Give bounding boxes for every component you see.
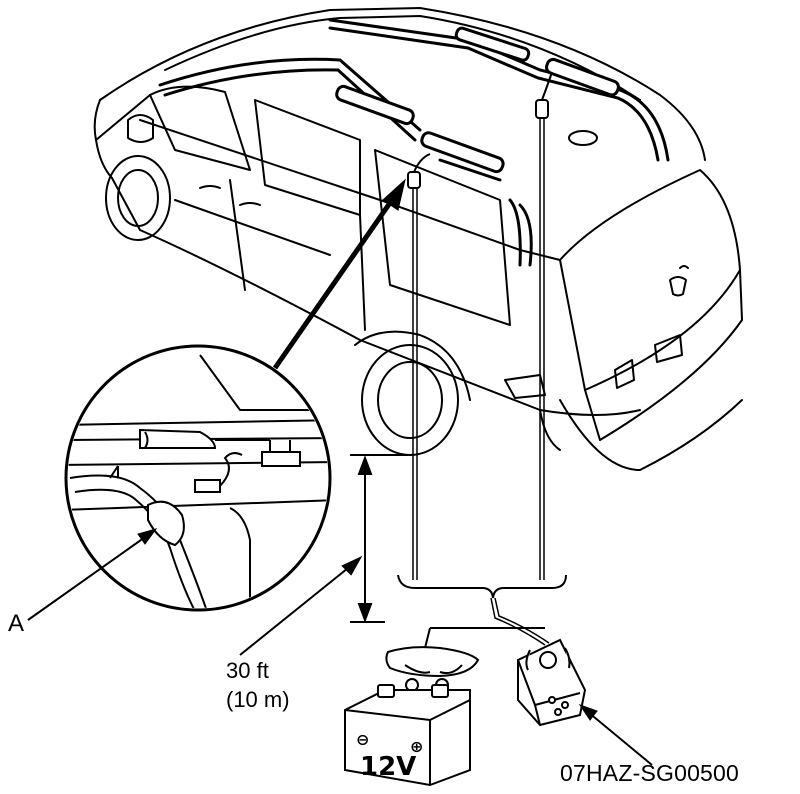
dimension-marker <box>239 454 408 656</box>
distance-metric-label: (10 m) <box>226 687 290 712</box>
battery-plus-symbol: ⊕ <box>410 737 423 756</box>
roof-antenna-rails <box>158 18 670 267</box>
distance-feet-label: 30 ft <box>226 658 269 683</box>
test-cables <box>397 71 567 649</box>
tester-pointer-arrow <box>578 704 653 766</box>
detail-circle <box>27 344 332 621</box>
battery-12v: ⊖ ⊕ 12V <box>344 684 471 787</box>
battery-minus-symbol: ⊖ <box>356 730 369 749</box>
minivan-body <box>93 7 743 471</box>
battery-voltage-label: 12V <box>360 752 416 782</box>
antenna-tester <box>517 638 587 727</box>
pointer-arrow-to-roof <box>272 178 406 370</box>
figure-id-label: 07HAZ-SG00500 <box>560 760 740 786</box>
callout-a-label: A <box>8 610 25 637</box>
